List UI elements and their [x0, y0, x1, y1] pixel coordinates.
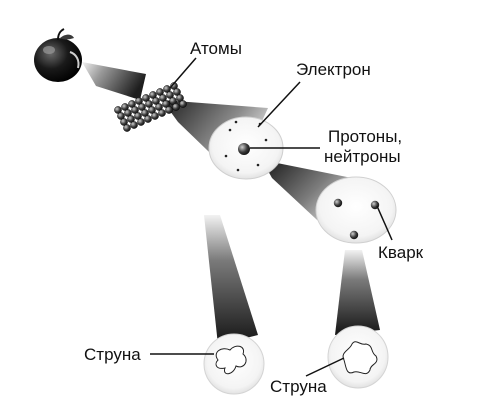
quark-1	[333, 198, 343, 208]
label-electron: Электрон	[296, 60, 371, 79]
atom	[169, 97, 177, 105]
atom	[176, 94, 184, 102]
atom	[144, 115, 152, 123]
atom	[138, 103, 146, 111]
atom	[151, 112, 159, 120]
atom	[114, 106, 122, 114]
atom	[142, 94, 150, 102]
leader-electron	[257, 81, 301, 128]
atom	[127, 115, 135, 123]
atom	[179, 100, 187, 108]
atom	[162, 100, 170, 108]
atom	[124, 109, 132, 117]
label-atoms: Атомы	[190, 39, 242, 58]
beam-apple-atoms	[82, 62, 146, 100]
string-loop-right	[342, 341, 378, 375]
atom	[141, 109, 149, 117]
atom	[148, 106, 156, 114]
atom	[134, 112, 142, 120]
string-cylinder-left	[203, 333, 265, 395]
atom	[145, 100, 153, 108]
atom	[159, 94, 167, 102]
label-quark: Кварк	[378, 243, 424, 262]
atom	[163, 85, 171, 93]
label-string-right: Струна	[270, 377, 327, 396]
string-loop-left	[215, 345, 247, 375]
string-cylinder-right	[327, 325, 389, 389]
label-protons-line1: Протоны,	[328, 127, 402, 146]
atom	[121, 103, 129, 111]
atom	[152, 97, 160, 105]
atom	[123, 124, 131, 132]
atom	[135, 97, 143, 105]
beam-left-string	[204, 215, 258, 345]
label-protons-line2: нейтроны	[324, 147, 401, 166]
atom	[158, 109, 166, 117]
leader-quark	[376, 205, 393, 241]
atom	[155, 103, 163, 111]
leader-string-right	[305, 357, 345, 377]
beam-right-string	[335, 250, 380, 335]
atom	[172, 103, 180, 111]
atom	[165, 106, 173, 114]
quark-3	[349, 230, 359, 240]
atom-cluster	[114, 82, 187, 132]
nucleus-cylinder	[315, 176, 397, 244]
apple-icon	[34, 28, 82, 82]
atom	[117, 112, 125, 120]
atom	[156, 88, 164, 96]
atom	[166, 91, 174, 99]
atom	[149, 91, 157, 99]
atom	[131, 106, 139, 114]
atom	[137, 118, 145, 126]
atom	[120, 118, 128, 126]
label-string-left: Струна	[84, 345, 141, 364]
atom	[128, 100, 136, 108]
atom	[173, 88, 181, 96]
atom	[130, 121, 138, 129]
leader-atoms	[169, 57, 197, 89]
